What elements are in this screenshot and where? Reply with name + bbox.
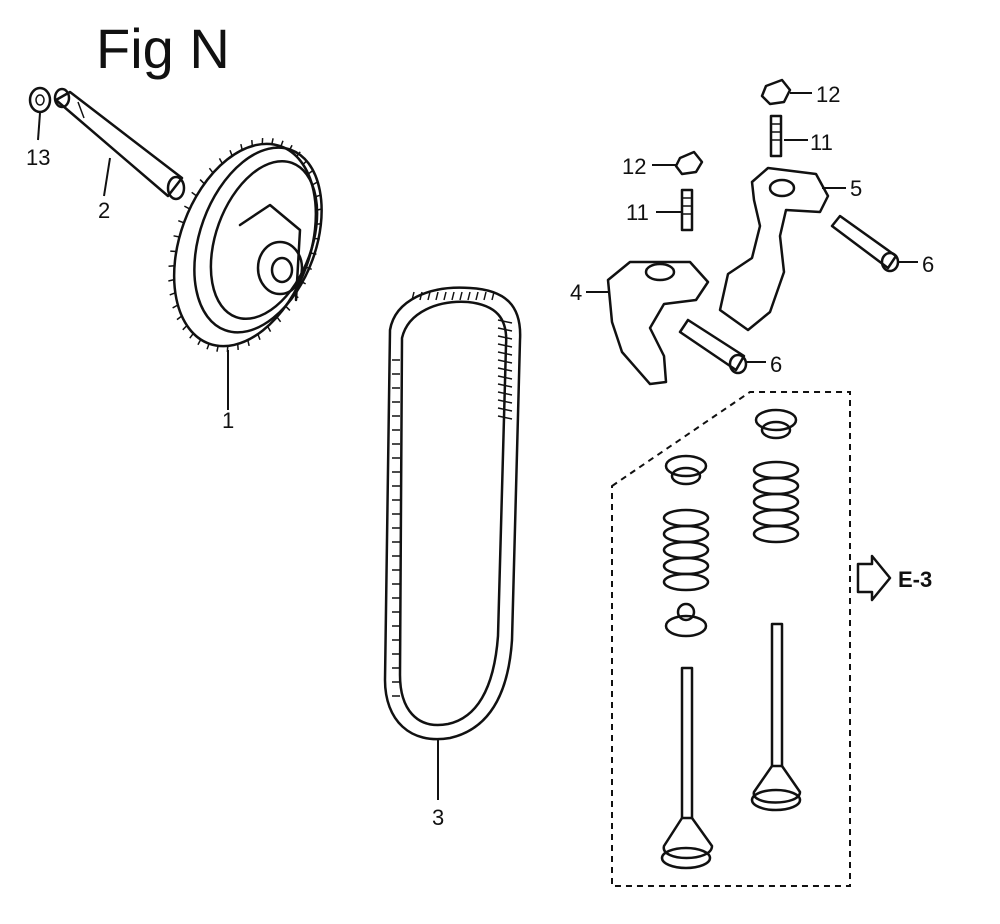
part-13-washer	[28, 86, 52, 141]
pulley-tooth	[176, 315, 183, 321]
figure-title: Fig N	[96, 17, 230, 80]
pulley-tooth	[276, 316, 282, 323]
belt-tooth	[411, 291, 415, 301]
belt-tooth	[483, 291, 487, 301]
belt-tooth	[497, 375, 513, 380]
pulley-tooth	[296, 151, 301, 158]
belt-tooth	[491, 291, 495, 301]
belt-tooth	[419, 291, 423, 301]
pulley-tooth	[206, 343, 210, 350]
callout-12-left: 12	[622, 154, 646, 179]
belt-tooth	[497, 399, 513, 404]
belt-tooth	[497, 359, 513, 364]
belt-tooth	[475, 291, 479, 301]
pulley-tooth	[197, 339, 202, 346]
part-4-rocker-arm	[586, 260, 710, 386]
pulley-tooth	[172, 304, 179, 309]
callout-11-right: 11	[810, 130, 833, 155]
belt-tooth	[497, 415, 513, 420]
part-12-nut-right	[760, 78, 812, 106]
pulley-tooth	[271, 138, 274, 145]
pulley-tooth	[191, 191, 197, 197]
part-6-shaft-lower	[678, 318, 766, 375]
belt-tooth	[497, 343, 513, 348]
belt-tooth	[467, 291, 471, 301]
callout-12-right: 12	[816, 82, 840, 107]
belt-tooth	[435, 291, 439, 301]
pulley-tooth	[189, 332, 194, 339]
part-6-shaft-upper	[830, 214, 918, 273]
pulley-tooth	[168, 278, 175, 282]
part-11-stud-right	[769, 114, 808, 158]
belt-tooth	[497, 383, 513, 388]
pulley-tooth	[310, 252, 317, 255]
callout-1: 1	[222, 408, 234, 433]
pulley-tooth	[266, 326, 272, 333]
pulley-tooth	[314, 194, 321, 198]
pulley-tooth	[169, 292, 176, 296]
belt-tooth	[497, 319, 513, 324]
belt-tooth	[497, 351, 513, 356]
reference-e3: E-3	[898, 567, 932, 592]
pulley-tooth	[257, 333, 261, 340]
pulley-tooth	[218, 157, 224, 164]
valve-assembly	[660, 408, 802, 870]
pulley-tooth	[305, 266, 312, 270]
pulley-tooth	[208, 167, 214, 174]
pulley-tooth	[293, 293, 299, 299]
callout-3: 3	[432, 805, 444, 830]
pulley-tooth	[199, 179, 205, 185]
belt-tooth	[443, 291, 447, 301]
belt-tooth	[497, 367, 513, 372]
callout-11-left: 11	[626, 200, 649, 225]
pulley-tooth	[182, 324, 188, 331]
callout-2: 2	[98, 198, 110, 223]
belt-tooth	[497, 327, 513, 332]
pulley-tooth	[240, 143, 243, 151]
pulley-tooth	[229, 150, 233, 157]
pulley-tooth	[315, 208, 322, 212]
pulley-tooth	[285, 305, 291, 311]
part-5-rocker-arm	[718, 166, 846, 332]
pulley-tooth	[247, 339, 250, 347]
valve-group-boundary	[611, 391, 851, 887]
callout-4: 4	[570, 280, 582, 305]
part-12-nut-left	[652, 150, 704, 176]
pulley-tooth	[178, 220, 185, 224]
pulley-tooth	[184, 205, 191, 210]
e3-reference-arrow	[856, 554, 892, 602]
belt-tooth	[459, 291, 463, 301]
pulley-tooth	[307, 169, 314, 175]
pulley-tooth	[311, 181, 318, 186]
belt-tooth	[497, 391, 513, 396]
callout-6-upper: 6	[922, 252, 934, 277]
pulley-tooth	[299, 280, 306, 285]
belt-tooth	[497, 335, 513, 340]
pulley-tooth	[302, 159, 308, 166]
pulley-tooth	[280, 140, 284, 147]
part-1-cam-pulley	[168, 138, 323, 410]
callout-6-lower: 6	[770, 352, 782, 377]
part-11-stud-left	[656, 188, 694, 232]
callout-13: 13	[26, 145, 50, 170]
pulley-tooth	[173, 235, 180, 238]
pulley-tooth	[288, 144, 293, 151]
part-2-shaft	[53, 87, 186, 201]
part-3-timing-belt	[383, 286, 522, 800]
belt-tooth	[427, 291, 431, 301]
belt-tooth	[451, 291, 455, 301]
belt-tooth	[497, 407, 513, 412]
pulley-tooth	[216, 345, 219, 352]
callout-5: 5	[850, 176, 862, 201]
